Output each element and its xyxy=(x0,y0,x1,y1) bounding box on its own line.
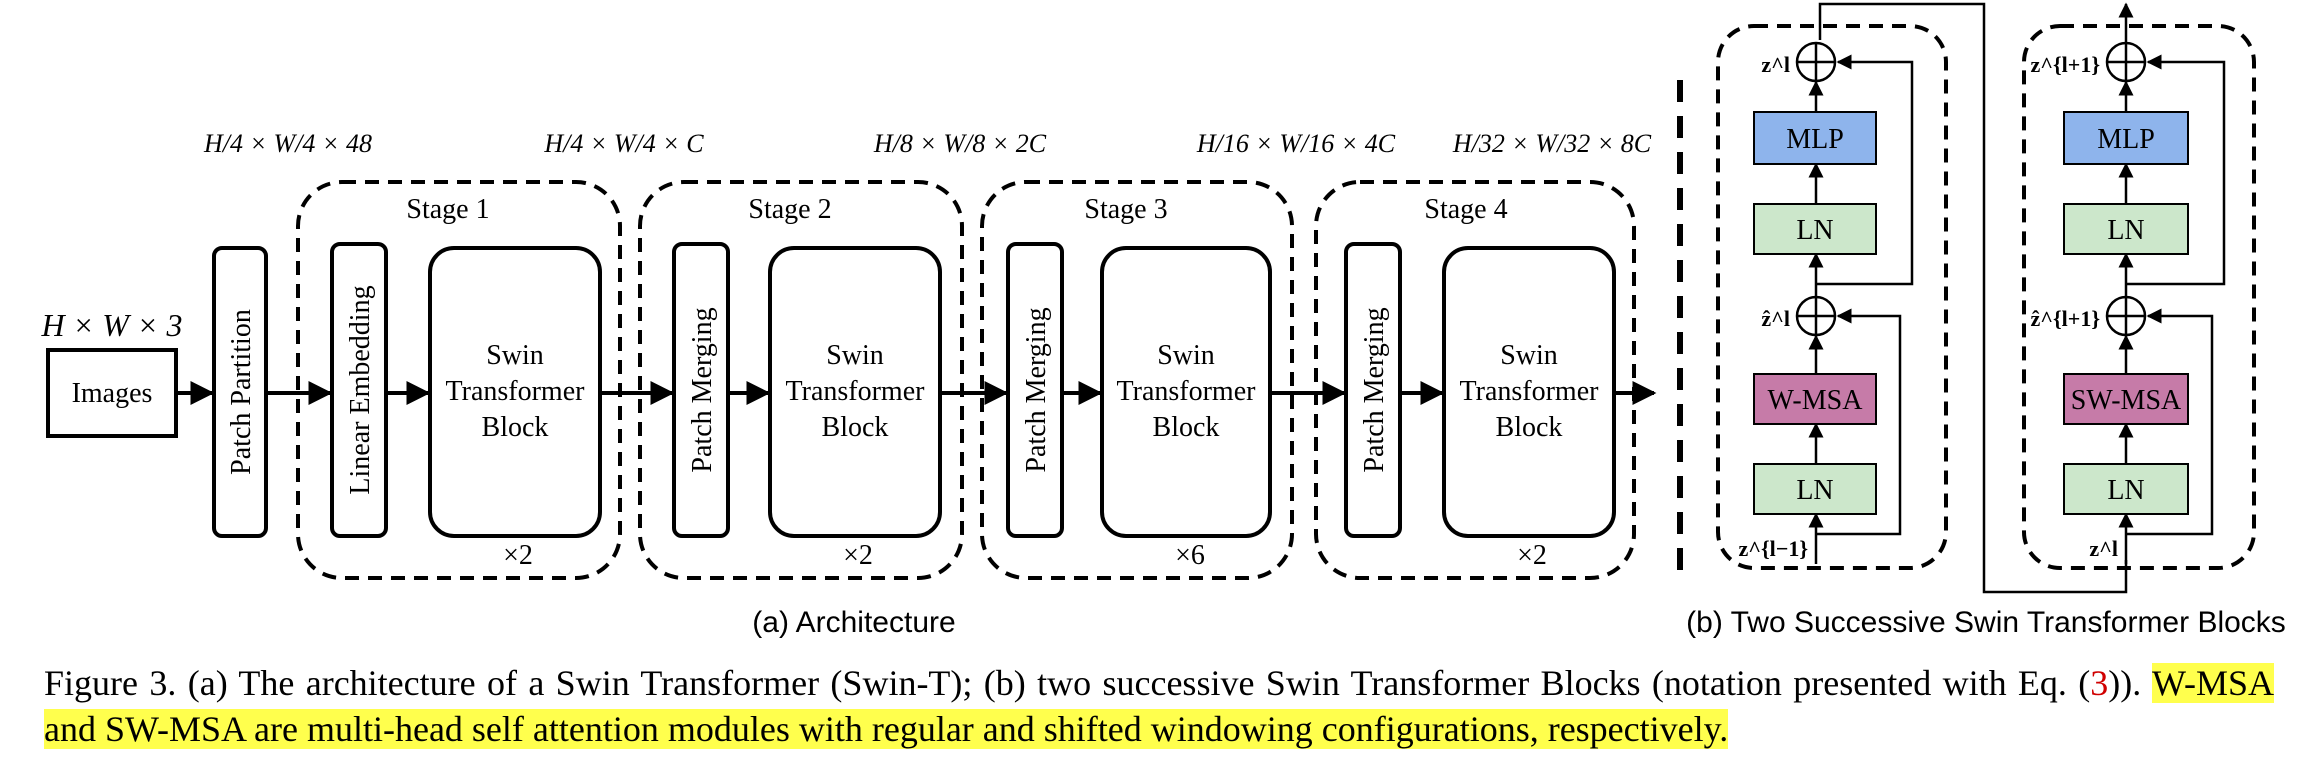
shape-label-2: H/8 × W/8 × 2C xyxy=(873,129,1047,158)
block-1-ln-top xyxy=(1753,203,1877,255)
block-2-residual-2 xyxy=(2126,54,2226,286)
stage-2-block-line1: Swin xyxy=(826,340,884,371)
block-2-mlp-label: MLP xyxy=(2097,124,2155,155)
stage-4-repeat: ×2 xyxy=(1517,540,1547,571)
shape-label-0: H/4 × W/4 × 48 xyxy=(203,129,372,158)
stage-2-repeat: ×2 xyxy=(843,540,873,571)
block-1-residual-1 xyxy=(1816,308,1902,536)
subcaption-b: (b) Two Successive Swin Transformer Bloc… xyxy=(1686,606,2286,639)
images-label: Images xyxy=(72,378,153,409)
stage-1-block-line2: Transformer xyxy=(446,376,586,407)
stage-3-block-line3: Block xyxy=(1153,412,1220,443)
shape-label-3: H/16 × W/16 × 4C xyxy=(1196,129,1396,158)
stage-4: Stage 4 Patch Merging Swin Transformer B… xyxy=(1314,180,1636,580)
stage-3-title: Stage 3 xyxy=(1084,194,1167,225)
block-2-out-label: z^{l+1} xyxy=(2030,52,2100,77)
shape-label-1: H/4 × W/4 × C xyxy=(543,129,704,158)
stage-3-block-line2: Transformer xyxy=(1117,376,1257,407)
stage-1-embed-label: Linear Embedding xyxy=(345,285,376,494)
stage-4-block-line1: Swin xyxy=(1500,340,1558,371)
stage-1-block-line1: Swin xyxy=(486,340,544,371)
patch-partition-label: Patch Partition xyxy=(226,309,257,475)
caption-prefix: Figure 3. (a) The architecture of a Swin… xyxy=(44,663,2091,703)
block-2-mid-label: ẑ^{l+1} xyxy=(2030,306,2100,331)
figure-caption: Figure 3. (a) The architecture of a Swin… xyxy=(44,660,2275,752)
stage-1-repeat: ×2 xyxy=(503,540,533,571)
stage-1-frame xyxy=(296,180,622,580)
images-box xyxy=(46,348,178,438)
stage-2: Stage 2 Patch Merging Swin Transformer B… xyxy=(638,180,964,580)
block-2-ln-top xyxy=(2063,203,2189,255)
stage-4-frame xyxy=(1314,180,1636,580)
block-2-ln-top-label: LN xyxy=(2107,215,2144,246)
block-connector xyxy=(1818,2,2128,594)
caption-mid: )). xyxy=(2108,663,2152,703)
stage-3-embed-label: Patch Merging xyxy=(1021,307,1052,472)
block-2-ln-bottom xyxy=(2063,463,2189,515)
stage-3: Stage 3 Patch Merging Swin Transformer B… xyxy=(980,180,1294,580)
block-1-msa xyxy=(1753,373,1877,425)
stage-2-title: Stage 2 xyxy=(748,194,831,225)
block-2-frame xyxy=(2022,24,2256,570)
stage-4-block-line3: Block xyxy=(1496,412,1563,443)
stage-1-title: Stage 1 xyxy=(406,194,489,225)
block-1-ln-bottom xyxy=(1753,463,1877,515)
block-1-mid-label: ẑ^l xyxy=(1761,306,1790,331)
stage-4-title: Stage 4 xyxy=(1424,194,1507,225)
stage-1: Stage 1 Linear Embedding Swin Transforme… xyxy=(296,180,622,580)
stage-2-embed-label: Patch Merging xyxy=(687,307,718,472)
block-1-msa-label: W-MSA xyxy=(1768,385,1864,416)
block-1-mlp-label: MLP xyxy=(1786,124,1844,155)
stage-3-repeat: ×6 xyxy=(1175,540,1205,571)
subcaption-a: (a) Architecture xyxy=(752,606,955,639)
block-2-in-label: z^l xyxy=(2089,536,2118,561)
caption-eq-ref-link[interactable]: 3 xyxy=(2090,663,2109,703)
swin-architecture-figure: H × W × 3 Images Patch Partition H/4 × W… xyxy=(41,2,2286,639)
stage-2-block-line3: Block xyxy=(822,412,889,443)
stage-4-block-line2: Transformer xyxy=(1460,376,1600,407)
stage-2-frame xyxy=(638,180,964,580)
stage-2-block-line2: Transformer xyxy=(786,376,926,407)
block-1-residual-2 xyxy=(1816,54,1914,286)
block-2-residual-1 xyxy=(2126,308,2214,536)
block-2-ln-bottom-label: LN xyxy=(2107,475,2144,506)
input-dims-label: H × W × 3 xyxy=(41,307,183,343)
stage-4-embed-label: Patch Merging xyxy=(1359,307,1390,472)
stage-3-block-line1: Swin xyxy=(1157,340,1215,371)
block-1-in-label: z^{l−1} xyxy=(1738,536,1808,561)
block-1-out-label: z^l xyxy=(1761,52,1790,77)
block-1: LN W-MSA LN MLP z^l ẑ^l z^{l−1} xyxy=(1716,24,1948,570)
stage-3-frame xyxy=(980,180,1294,580)
block-2-msa-label: SW-MSA xyxy=(2071,385,2182,416)
block-1-ln-bottom-label: LN xyxy=(1796,475,1833,506)
block-1-mlp xyxy=(1753,111,1877,165)
block-1-ln-top-label: LN xyxy=(1796,215,1833,246)
block-2: LN SW-MSA LN MLP z^{l+1} ẑ^{l+1} z^l xyxy=(2022,2,2256,570)
stage-1-block-line3: Block xyxy=(482,412,549,443)
block-2-msa xyxy=(2063,373,2189,425)
block-1-frame xyxy=(1716,24,1948,570)
shape-label-4: H/32 × W/32 × 8C xyxy=(1452,129,1652,158)
